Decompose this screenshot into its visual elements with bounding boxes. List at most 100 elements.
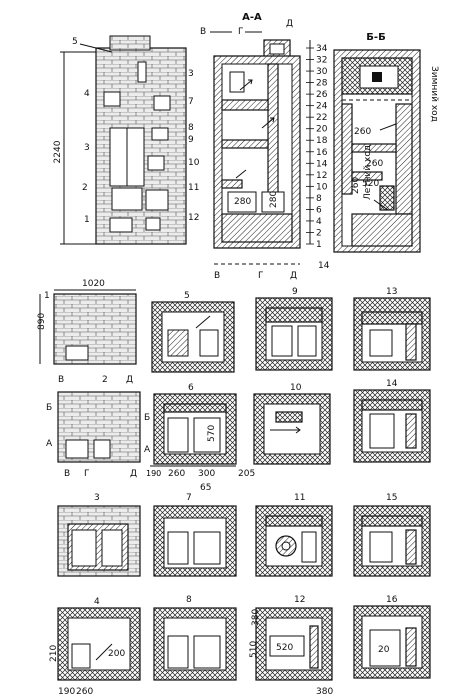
plan1-height-dim: 890 <box>37 313 47 330</box>
scale-tick-label: 26 <box>316 90 328 100</box>
callout-1: 1 <box>84 215 90 225</box>
plan-2: Б А Б А В Г Д <box>46 391 151 479</box>
aa-mark-d: Д <box>286 19 293 29</box>
section-aa-title: А-А <box>242 12 262 23</box>
plan1-mark-v: В <box>58 375 64 385</box>
plan1-mark-d: Д <box>126 375 133 385</box>
callout-7: 7 <box>188 97 194 107</box>
plan14-num: 14 <box>386 379 398 389</box>
summer-flow-label: Летний ход <box>363 145 373 200</box>
plan15-num: 15 <box>386 493 397 503</box>
plan-5: 5 <box>151 291 235 373</box>
plan-3: 3 <box>57 493 141 577</box>
aa-scale-bottom: 14 <box>318 261 330 271</box>
scale-tick-label: 12 <box>316 171 327 181</box>
plan-7: 7 <box>153 493 237 577</box>
scale-tick-label: 28 <box>316 79 328 89</box>
plan-10: 10 <box>253 383 331 465</box>
scale-tick-label: 2 <box>316 228 322 238</box>
plan2-bmark-v: В <box>64 469 70 479</box>
plan12-dim-520: 520 <box>276 643 293 653</box>
plan-6: 6 570 190 260 300 205 65 <box>146 383 255 493</box>
front-door-4 <box>103 91 121 107</box>
callout-12: 12 <box>188 213 199 223</box>
plan6-dim-260: 260 <box>168 469 185 479</box>
plan-9: 9 <box>255 287 333 371</box>
scale-tick-label: 24 <box>316 102 328 112</box>
plan6-dim-570: 570 <box>207 425 217 442</box>
aa-dim-280b: 280 <box>269 191 279 208</box>
callout-2: 2 <box>82 183 88 193</box>
plan-16: 16 20 <box>353 595 431 679</box>
bb-dim-260c: 260 <box>351 177 361 194</box>
front-elevation: 2240 5 3 4 7 8 9 3 10 2 11 1 12 <box>53 35 200 245</box>
plan9-num: 9 <box>292 287 298 297</box>
plan10-num: 10 <box>290 383 302 393</box>
plan4-dim-190: 190 <box>58 687 75 697</box>
callout-5: 5 <box>72 37 78 47</box>
plan4-dim-260: 260 <box>76 687 93 697</box>
aa-mark-v: В <box>200 27 206 37</box>
plan6-dim-300: 300 <box>198 469 215 479</box>
scale-tick-label: 1 <box>316 240 322 250</box>
plan2-bmark-g: Г <box>84 469 90 479</box>
plan2-bmark-d: Д <box>130 469 137 479</box>
plan1-width-dim: 1020 <box>82 279 105 289</box>
plan2-mark-a-right: А <box>144 445 151 455</box>
callout-8: 8 <box>188 123 194 133</box>
scale-tick-label: 8 <box>316 194 322 204</box>
aa-bmark-d: Д <box>290 271 297 281</box>
bb-dim-520: 520 <box>362 179 379 189</box>
winter-flow-label: Зимний ход <box>429 66 439 122</box>
plan-13: 13 <box>353 287 431 371</box>
plan-15: 15 <box>353 493 431 577</box>
aa-bmark-g: Г <box>258 271 264 281</box>
plan8-num: 8 <box>186 595 192 605</box>
plan11-num: 11 <box>294 493 305 503</box>
scale-tick-label: 6 <box>316 205 322 215</box>
plan-8: 8 <box>153 595 237 681</box>
callout-4: 4 <box>84 89 90 99</box>
plan5-num: 5 <box>184 291 190 301</box>
scale-tick-label: 22 <box>316 113 327 123</box>
plan-11: 11 <box>255 493 333 577</box>
scale-tick-label: 16 <box>316 148 328 158</box>
plan13-num: 13 <box>386 287 397 297</box>
scale-tick-label: 30 <box>316 67 328 77</box>
scale-tick-label: 10 <box>316 182 328 192</box>
plan6-num: 6 <box>188 383 194 393</box>
plan2-mark-a-left: А <box>46 439 53 449</box>
aa-mark-g: Г <box>238 27 244 37</box>
plan6-dim-205: 205 <box>238 469 255 479</box>
plan2-mark-b-left: Б <box>46 403 52 413</box>
plan4-dim-210: 210 <box>49 645 59 662</box>
bb-dim-260b: 260 <box>366 159 383 169</box>
plan12-num: 12 <box>294 595 305 605</box>
plan12-dim-510: 510 <box>249 641 259 658</box>
plan-4: 4 200 210 190 260 <box>49 597 141 697</box>
plan16-dim-20: 20 <box>378 645 390 655</box>
scale-tick-label: 4 <box>316 217 322 227</box>
callout-3: 3 <box>84 143 90 153</box>
plan16-num: 16 <box>386 595 398 605</box>
section-aa: А-А В Г Д 280 280 3432302826242220181614… <box>200 12 330 281</box>
plan6-dim-190: 190 <box>146 469 161 478</box>
plan2-mark-b-right: Б <box>144 413 150 423</box>
plan7-num: 7 <box>186 493 192 503</box>
bb-dim-260a: 260 <box>354 127 371 137</box>
callout-3a: 3 <box>188 69 194 79</box>
plan4-num: 4 <box>94 597 100 607</box>
plan1-num: 1 <box>44 291 50 301</box>
front-height-dim: 2240 <box>53 140 63 163</box>
plan6-dim-65: 65 <box>200 483 211 493</box>
scale-tick-label: 32 <box>316 56 327 66</box>
section-bb: Б-Б 260 260 520 260 Зимний ход Летний хо… <box>333 32 439 253</box>
plan-14: 14 <box>353 379 431 463</box>
scale-tick-label: 18 <box>316 136 328 146</box>
scale-tick-label: 20 <box>316 125 328 135</box>
scale-tick-label: 34 <box>316 44 328 54</box>
scale-tick-label: 14 <box>316 159 328 169</box>
callout-9: 9 <box>188 135 194 145</box>
plan-12: 12 520 380 510 380 <box>249 595 333 697</box>
plan12-dim-380: 380 <box>251 609 261 626</box>
